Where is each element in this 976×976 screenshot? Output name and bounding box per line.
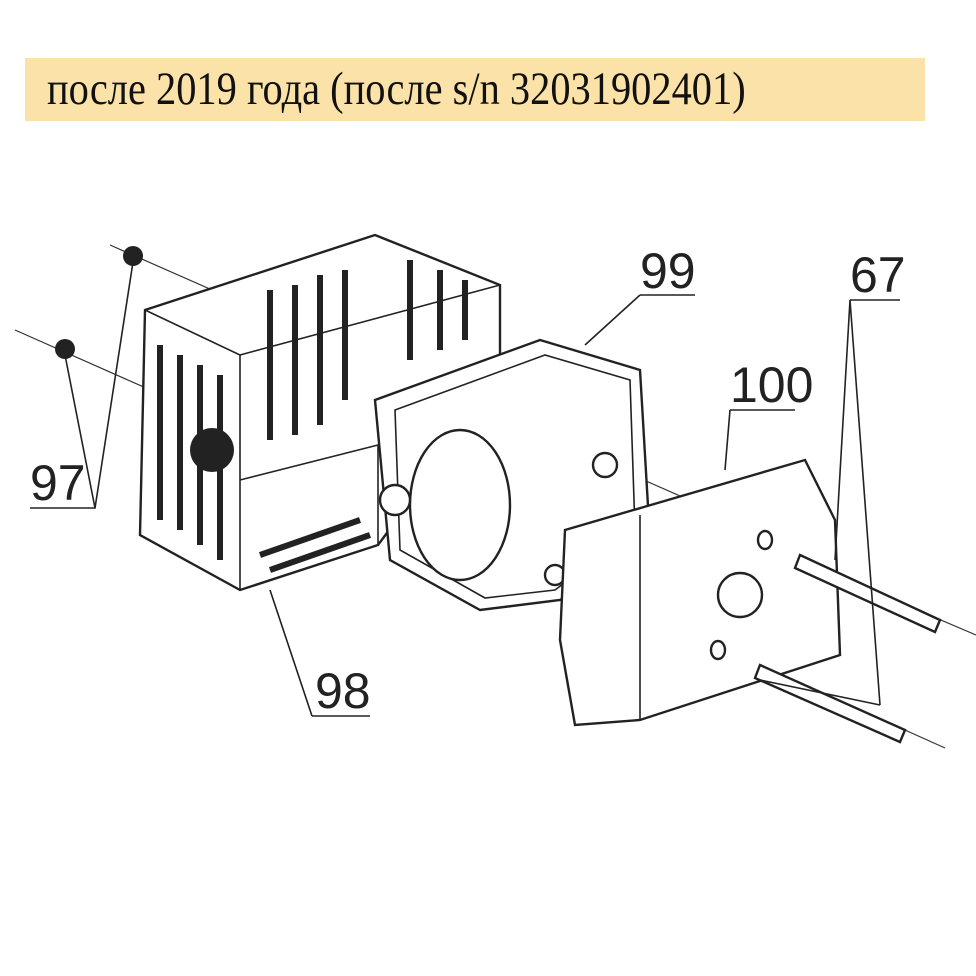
callout-99: 99	[640, 243, 696, 299]
title-text: после 2019 года (после s/n 32031902401)	[47, 63, 746, 115]
studs	[753, 553, 942, 744]
callout-98: 98	[315, 663, 371, 719]
title-banner: после 2019 года (после s/n 32031902401)	[25, 58, 925, 121]
callout-67: 67	[850, 247, 906, 303]
callout-97: 97	[30, 455, 86, 511]
leader-lines	[30, 261, 900, 717]
gasket	[558, 458, 842, 727]
flange-nuts	[55, 246, 143, 359]
callout-100: 100	[730, 357, 813, 413]
